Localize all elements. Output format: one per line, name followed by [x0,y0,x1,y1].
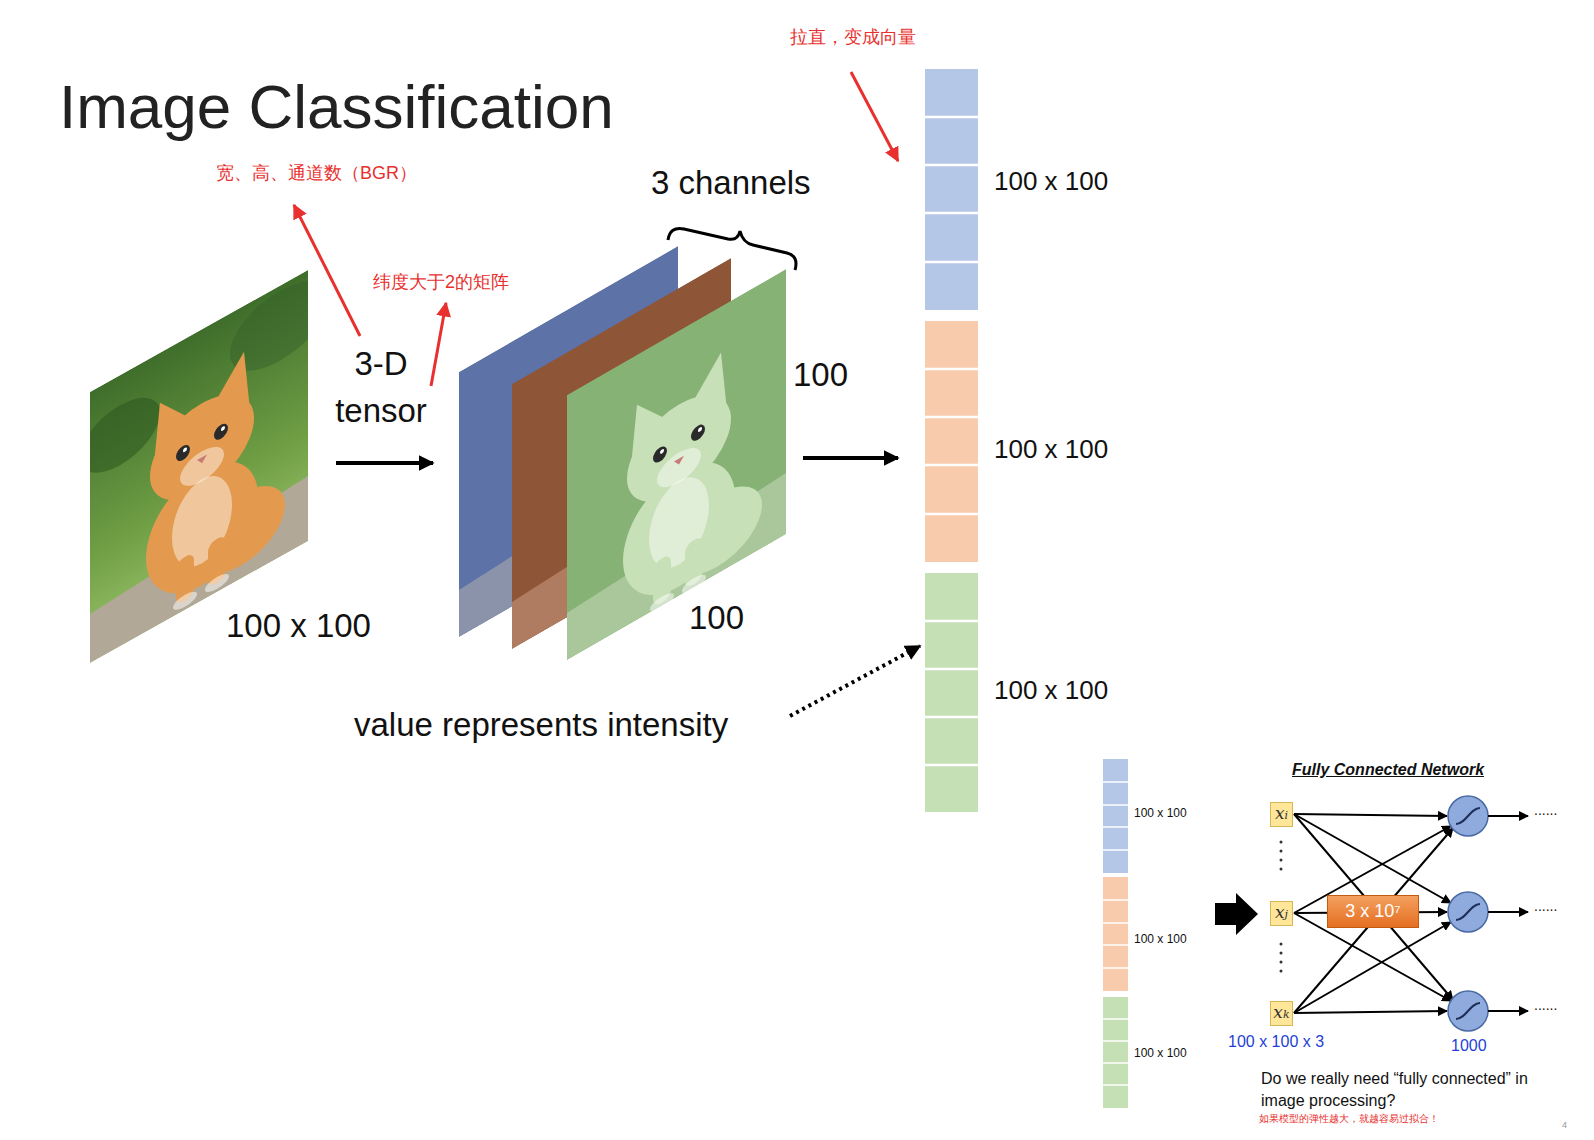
dimension: 100 x 100 [994,434,1108,465]
box-text: xk [1273,1002,1289,1025]
input-box: xi [1270,802,1293,827]
box-text: 3 x 10⁷ [1345,901,1401,922]
ellipsis: ...... [1534,802,1557,819]
dimension: 100 [793,355,848,395]
dimension: 100 x 100 [994,166,1108,197]
inset-title: Fully Connected Network [1292,760,1484,779]
dimension: 100 x 100 [994,675,1108,706]
page-number: 4 [1562,1120,1567,1131]
step-label: 3-D tensor [316,340,446,434]
dimension: 100 x 100 [1134,806,1187,820]
annotation: 拉直，变成向量 [790,27,916,49]
weight-box: 3 x 10⁷ [1327,895,1419,928]
question: Do we really need “fully connected” in i… [1261,1068,1553,1112]
dimension: 100 x 100 [1134,932,1187,946]
box-text: xj [1275,902,1288,925]
dimension: 1000 [1451,1036,1487,1055]
slide-title: Image Classification [59,70,614,144]
dimension: 100 x 100 x 3 [1228,1032,1324,1051]
channel-label: 3 channels [651,163,811,203]
annotation: 纬度大于2的矩阵 [373,272,509,294]
dimension: 100 [689,598,744,638]
dimension: 100 x 100 [226,606,371,646]
input-box: xk [1270,1001,1293,1026]
ellipsis: ...... [1534,898,1557,915]
dimension: 100 x 100 [1134,1046,1187,1060]
input-box: xj [1270,901,1293,926]
annotation: 宽、高、通道数（BGR） [216,163,417,185]
annotation: 如果模型的弹性越大，就越容易过拟合！ [1259,1113,1439,1125]
box-text: xi [1275,803,1288,826]
note: value represents intensity [354,705,728,745]
ellipsis: ...... [1534,997,1557,1014]
